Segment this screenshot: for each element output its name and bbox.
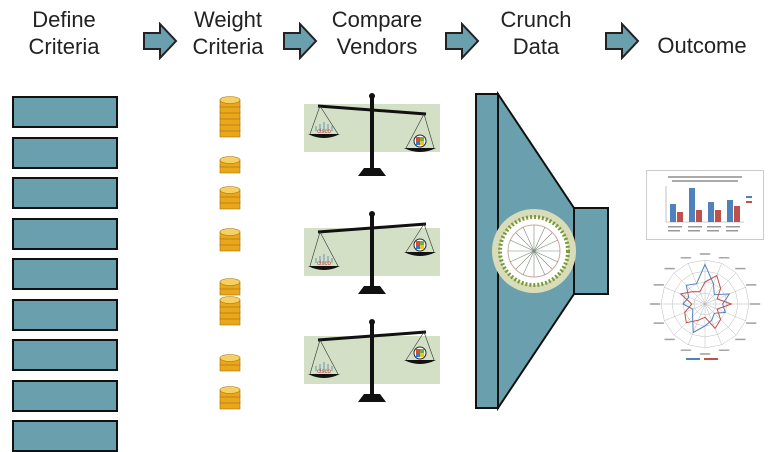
step-line-1: Outcome: [657, 33, 747, 58]
step-outcome: Outcome: [642, 32, 762, 59]
criterion-box: [12, 379, 118, 412]
step-line-1: Weight: [193, 7, 263, 32]
criterion-box: [12, 136, 118, 169]
step-line-1: Compare: [331, 7, 423, 32]
step-crunch-data: Crunch Data: [488, 6, 584, 60]
criterion-box: [12, 177, 118, 209]
criterion-box: [12, 217, 118, 250]
step-line-2: Criteria: [192, 34, 264, 59]
cisco-logo-text: cisco: [317, 369, 331, 375]
balance-scale-icon: cisco: [304, 93, 440, 176]
cisco-logo-text: cisco: [317, 129, 331, 135]
step-compare-vendors: Compare Vendors: [322, 6, 432, 60]
criterion-box: [12, 339, 118, 371]
balance-scale-icon: cisco: [304, 211, 440, 294]
step-line-2: Criteria: [28, 34, 100, 59]
funnel-icon: [475, 90, 609, 412]
step-line-2: Vendors: [336, 34, 418, 59]
step-line-2: Data: [512, 34, 560, 59]
criterion-box: [12, 96, 118, 128]
coin-stack-icon: [219, 278, 241, 296]
step-line-1: Crunch: [500, 7, 572, 32]
bar-chart-thumbnail: [646, 170, 764, 240]
balance-scale-icon: cisco: [304, 319, 440, 402]
cisco-logo-text: cisco: [317, 261, 331, 267]
radar-chart-thumbnail: [649, 253, 761, 360]
criterion-box: [12, 258, 118, 290]
data-wheel-icon: [492, 209, 576, 293]
coin-stack-icon: [219, 386, 241, 410]
coin-stack-icon: [219, 96, 241, 138]
coin-stack-icon: [219, 296, 241, 326]
criterion-box: [12, 420, 118, 452]
step-weight-criteria: Weight Criteria: [180, 6, 276, 60]
coin-stack-icon: [219, 228, 241, 252]
block-arrow-right-icon: [143, 22, 178, 60]
block-arrow-right-icon: [605, 22, 640, 60]
criterion-box: [12, 298, 118, 331]
block-arrow-right-icon: [283, 22, 318, 60]
step-define-criteria: Define Criteria: [16, 6, 112, 60]
block-arrow-right-icon: [445, 22, 480, 60]
coin-stack-icon: [219, 186, 241, 210]
coin-stack-icon: [219, 354, 241, 372]
step-line-1: Define: [32, 7, 96, 32]
coin-stack-icon: [219, 156, 241, 174]
